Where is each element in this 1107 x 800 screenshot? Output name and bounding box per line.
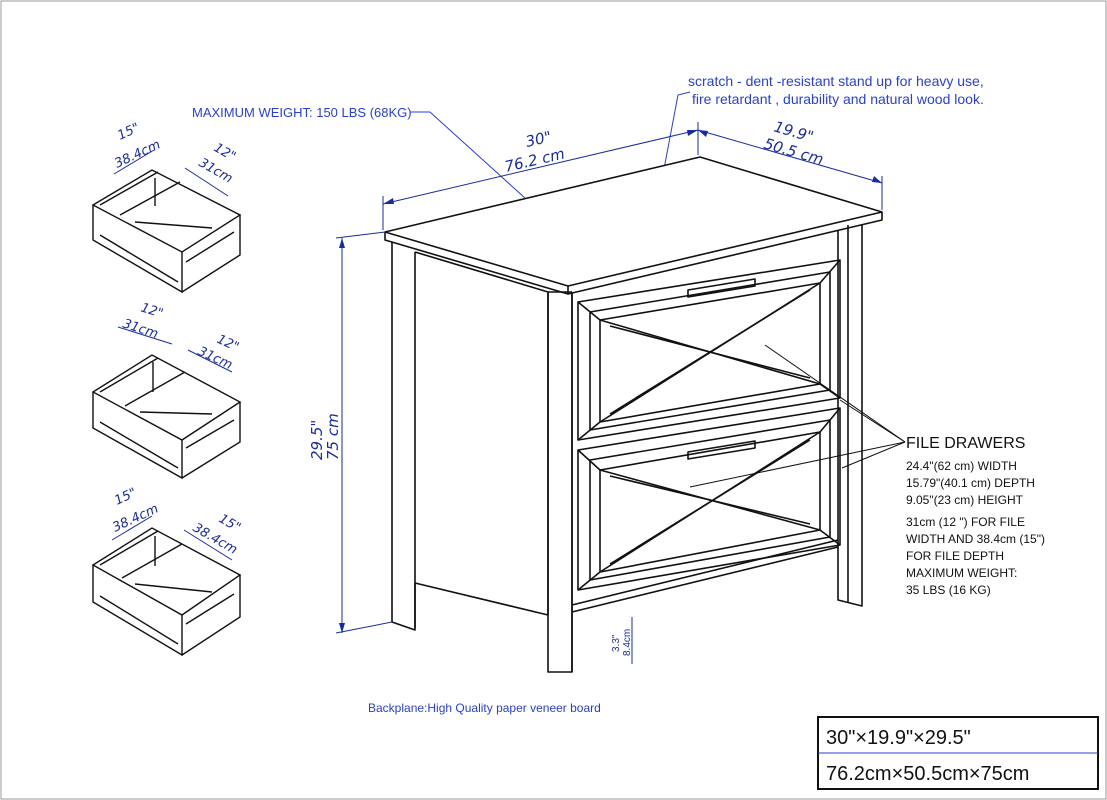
front-frame-bottom: [571, 539, 839, 606]
inset2-handle: [185, 419, 235, 449]
file-drawers-line-4: 31cm (12 ") FOR FILE: [906, 515, 1025, 529]
inset1-inner-front: [99, 234, 179, 283]
width-arrow-right: [687, 130, 698, 136]
backplane-note: Backplane:High Quality paper veneer boar…: [368, 701, 601, 715]
height-inch-label: 29.5": [308, 420, 326, 460]
max-weight-leader: [410, 111, 559, 229]
summary-metric: 76.2cm×50.5cm×75cm: [826, 763, 1029, 785]
inset1-inner-back: [99, 171, 159, 206]
inset2-inner-front: [99, 421, 179, 469]
height-ext-bottom: [335, 621, 393, 634]
file-drawers-line-7: MAXIMUM WEIGHT:: [906, 566, 1017, 580]
max-weight-label: MAXIMUM WEIGHT: 150 LBS (68KG): [192, 105, 412, 120]
upper-drawer-x1b: [609, 325, 811, 379]
file-drawers-leaders: [689, 344, 906, 488]
summary-imperial: 30"×19.9"×29.5": [826, 727, 971, 749]
file-drawers-line-6: FOR FILE DEPTH: [906, 549, 1004, 563]
finish-leader: [659, 91, 691, 191]
finish-line-2: fire retardant , durability and natural …: [692, 91, 984, 107]
cabinet-drawing: [384, 156, 883, 673]
inset2-width-dim: [117, 326, 173, 345]
leg-cm-label: 8.4cm: [622, 629, 633, 656]
width-dimension-line: [382, 129, 699, 205]
depth-dimension-line: [697, 129, 883, 184]
inset1-divider: [134, 221, 213, 229]
width-inch-label: 30": [524, 128, 553, 151]
inset1-width-dim: [113, 149, 155, 175]
width-arrow-left: [383, 198, 394, 204]
lower-bevel-bl: [577, 571, 601, 591]
depth-arrow-right: [872, 176, 882, 183]
inset3-rail: [121, 543, 183, 579]
inset3-inner-back: [99, 530, 159, 566]
back-left-leg: [391, 242, 416, 631]
leader-upper-drawer-2: [839, 399, 906, 443]
lower-drawer-x2b: [609, 439, 811, 565]
leader-lower-drawer-2: [841, 441, 906, 469]
height-ext-top: [335, 231, 386, 239]
leader-lower-drawer: [689, 441, 906, 488]
inset2-front: [92, 392, 183, 480]
lower-drawer-handle: [687, 440, 756, 460]
height-arrow-bottom: [339, 623, 345, 633]
file-drawers-line-3: 9.05"(23 cm) HEIGHT: [906, 493, 1024, 507]
inset3-divider: [134, 583, 213, 593]
inset1-handle: [185, 231, 235, 263]
inset3-depth-dim: [183, 529, 233, 561]
upper-bevel-br: [819, 383, 841, 399]
front-frame-bottom2: [571, 546, 839, 613]
inset3-handle: [185, 593, 235, 625]
dimension-arrows: [339, 130, 882, 633]
file-drawers-line-1: 24.4"(62 cm) WIDTH: [906, 459, 1017, 473]
inset1-front: [92, 205, 183, 294]
front-right-leg: [837, 225, 863, 607]
leader-upper-drawer: [764, 344, 906, 443]
inset2-divider: [139, 411, 213, 415]
height-cm-label: 75 cm: [324, 413, 342, 460]
inset3-width-dim: [111, 515, 153, 541]
lower-drawer-x1b: [609, 475, 811, 525]
height-arrow-top: [339, 238, 345, 248]
inset1-depth-dim: [184, 167, 229, 197]
file-drawers-title: FILE DRAWERS: [906, 435, 1025, 452]
leg-inch-label: 3.3": [611, 634, 622, 652]
upper-bevel-tl: [577, 301, 601, 321]
upper-bevel-tr: [819, 259, 841, 284]
dimension-lines: [335, 122, 883, 664]
inset1-side: [181, 215, 241, 293]
summary-box: 30"×19.9"×29.5" 76.2cm×50.5cm×75cm: [817, 716, 1099, 790]
lower-bevel-tr: [819, 407, 841, 433]
file-drawers-line-5: WIDTH AND 38.4cm (15"): [906, 532, 1045, 546]
file-drawers-line-2: 15.79"(40.1 cm) DEPTH: [906, 476, 1035, 490]
inset2-width-in: 12": [139, 301, 165, 322]
upper-bevel-bl: [577, 421, 601, 441]
depth-arrow-left: [698, 130, 708, 137]
inset3-side: [181, 575, 241, 656]
file-drawers-line-8: 35 LBS (16 KG): [906, 583, 991, 597]
lower-bevel-br: [819, 529, 841, 546]
inset2-rail: [124, 371, 186, 407]
lower-bevel-tl: [577, 449, 601, 471]
inset3-inner-front: [99, 595, 179, 645]
inset3-front: [92, 565, 183, 657]
finish-line-1: scratch - dent -resistant stand up for h…: [688, 73, 984, 89]
inset2-inner-back: [99, 357, 159, 393]
inset1-rail: [119, 181, 181, 216]
inset2-depth-dim: [187, 349, 233, 373]
upper-drawer-handle: [687, 278, 756, 298]
inset2-side: [181, 402, 241, 479]
